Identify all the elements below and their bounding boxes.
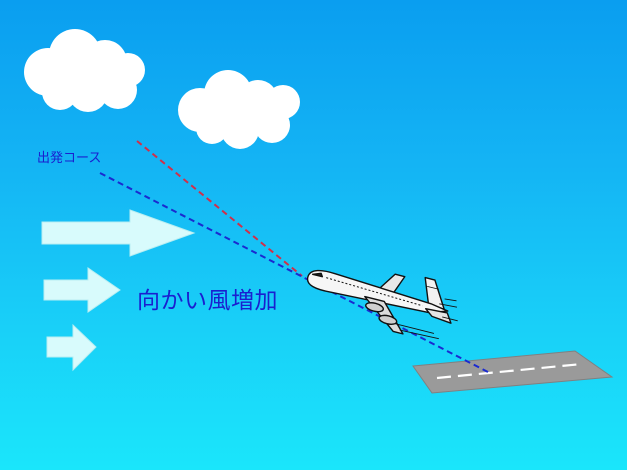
runway-centerline [436,362,583,380]
departure-course-label: 出発コース [37,151,102,166]
arrow-right-icon [46,323,97,372]
cloud-icon [178,70,300,149]
wind-arrow-large [41,209,196,257]
arrow-right-icon [41,209,196,257]
actual-course-line [99,172,489,373]
wind-arrow-medium [43,267,121,313]
runway [412,350,614,394]
airplane-icon [306,269,458,340]
wind-arrow-small [46,323,97,372]
arrow-right-icon [43,267,121,313]
cloud-icon [24,29,145,112]
planned-course-line [136,140,303,277]
headwind-increase-label: 向かい風増加 [137,288,278,314]
